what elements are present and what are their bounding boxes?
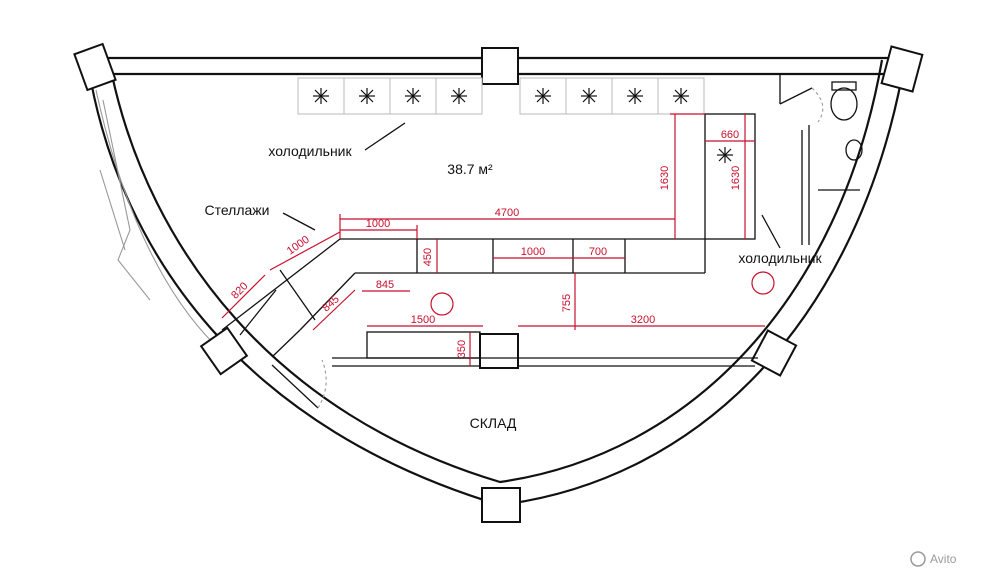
dimension-1500: 1500 — [411, 314, 435, 326]
snowflake-icon — [405, 88, 421, 104]
snowflake-icon — [451, 88, 467, 104]
leader-fridge-right — [761, 214, 781, 249]
dimension-1630-left: 1630 — [659, 166, 671, 190]
snowflake-icon — [535, 88, 551, 104]
dimension-1000-diag: 1000 — [285, 234, 312, 258]
dimension-450: 450 — [422, 248, 434, 266]
fridge-right-label: холодильник — [738, 250, 822, 266]
fixture-circle — [430, 292, 454, 316]
snowflake-icon — [627, 88, 643, 104]
fixture-circle — [751, 271, 775, 295]
column-bottom — [481, 487, 521, 523]
watermark-text: Avito — [930, 552, 957, 566]
fridge-right-unit — [704, 113, 756, 240]
fridge-top-label: холодильник — [268, 143, 352, 159]
snowflake-icon — [313, 88, 329, 104]
column-top-center — [481, 47, 519, 85]
dimension-4700: 4700 — [495, 207, 519, 219]
entrance — [95, 89, 216, 346]
toilet-icon — [830, 81, 858, 121]
watermark: Avito — [910, 551, 957, 567]
snowflake-icon — [717, 147, 733, 163]
dimension-350: 350 — [456, 340, 468, 358]
column-center — [479, 333, 519, 369]
leader-fridge-top — [364, 122, 406, 151]
snowflake-icon — [673, 88, 689, 104]
dimension-845-right: 845 — [376, 279, 394, 291]
leader-shelves — [282, 212, 316, 231]
area-label: 38.7 м² — [447, 161, 493, 177]
dimension-1000-top: 1000 — [366, 218, 390, 230]
snowflake-icon — [581, 88, 597, 104]
restroom — [779, 74, 860, 245]
dimension-845-diag: 845 — [320, 293, 342, 314]
dimension-755: 755 — [561, 294, 573, 312]
fridge-row-left — [297, 77, 483, 115]
shelving-bottom — [332, 331, 758, 367]
column-right — [750, 329, 798, 377]
column-left — [199, 326, 249, 376]
shelves-label: Стеллажи — [205, 202, 270, 218]
dimension-3200: 3200 — [631, 314, 655, 326]
column-top-right — [880, 45, 924, 93]
dimension-lines — [221, 113, 765, 366]
column-top-left — [73, 42, 117, 92]
sink-icon — [845, 139, 863, 161]
dimension-820: 820 — [229, 280, 250, 301]
dimension-700: 700 — [589, 246, 607, 258]
curved-wall — [86, 59, 907, 507]
dimension-660: 660 — [721, 129, 739, 141]
dimension-1630-right: 1630 — [730, 166, 742, 190]
shelving — [221, 238, 706, 358]
door — [271, 359, 327, 409]
snowflake-icon — [359, 88, 375, 104]
dimension-1000-mid: 1000 — [521, 246, 545, 258]
storage-label: СКЛАД — [470, 415, 517, 431]
